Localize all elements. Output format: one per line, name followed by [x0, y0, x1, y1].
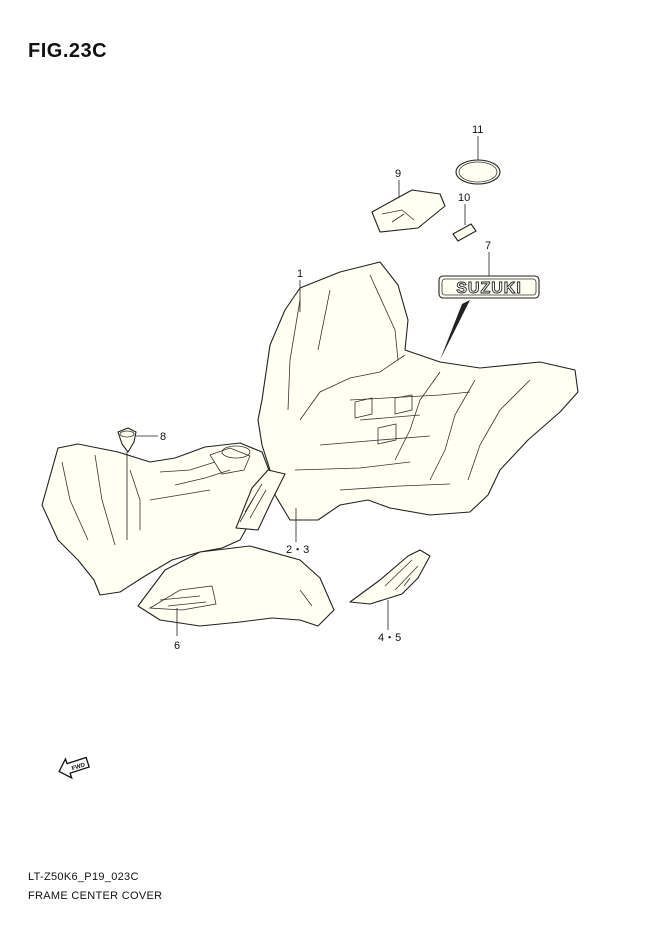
- fwd-label: FWD: [71, 762, 86, 772]
- part-6-side-cover: [137, 545, 335, 627]
- part-1-rear-fender: [257, 261, 579, 521]
- part-8-clip: [117, 427, 137, 453]
- part-11-ring: [455, 159, 501, 185]
- part-4-5-step: [349, 549, 431, 605]
- model-code: LT-Z50K6_P19_023C: [28, 871, 139, 883]
- emblem-text: SUZUKI: [456, 280, 522, 297]
- part-11-ring-inner: [458, 161, 498, 183]
- part-10-pin: [452, 223, 477, 242]
- callout-1: 1: [297, 268, 303, 280]
- callout-10: 10: [458, 192, 470, 204]
- callout-8: 8: [160, 431, 166, 443]
- callout-2-3: 2・3: [286, 544, 309, 556]
- callout-9: 9: [395, 168, 401, 180]
- forward-arrow-icon: FWD: [58, 756, 90, 780]
- callout-7: 7: [485, 240, 491, 252]
- section-name: FRAME CENTER COVER: [28, 890, 163, 902]
- emblem-pointer: [440, 300, 470, 360]
- callout-11: 11: [472, 124, 483, 136]
- callout-6: 6: [174, 640, 180, 652]
- callout-4-5: 4・5: [378, 632, 401, 644]
- part-9-cap: [371, 189, 446, 233]
- figure-title: FIG.23C: [28, 40, 108, 62]
- part-7-emblem: [438, 275, 540, 299]
